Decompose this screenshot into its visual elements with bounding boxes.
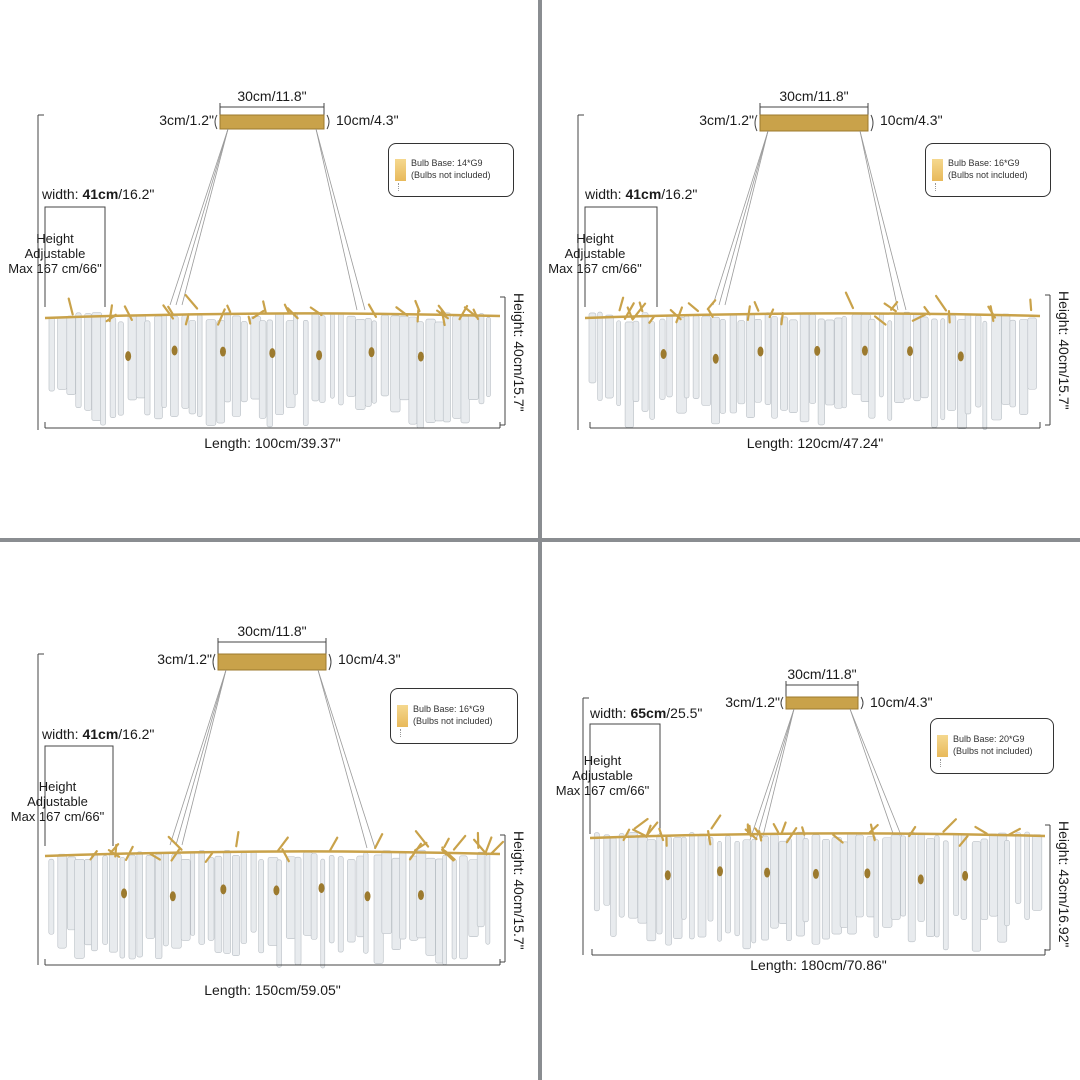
- canopy-length-label: 30cm/11.8": [787, 666, 857, 682]
- canopy-width-label: 10cm/4.3": [870, 694, 933, 710]
- canopy-height-label: 3cm/1.2": [725, 694, 780, 710]
- width-prefix: width:: [42, 186, 83, 202]
- bulb-base-text: Bulb Base: 14*G9: [411, 158, 483, 169]
- width-label: width: 41cm/16.2": [42, 726, 155, 742]
- width-label: width: 41cm/16.2": [585, 186, 698, 202]
- bulb-info-box: Bulb Base: 14*G9(Bulbs not included): [388, 143, 514, 197]
- bulb-info-text: Bulb Base: 16*G9(Bulbs not included): [413, 704, 493, 727]
- width-prefix: width:: [585, 186, 626, 202]
- height-label: Height: 43cm/16.92": [1056, 821, 1072, 948]
- canopy-length-label: 30cm/11.8": [237, 88, 307, 104]
- bulb-base-text: Bulb Base: 16*G9: [413, 704, 485, 715]
- width-prefix: width:: [42, 726, 83, 742]
- bulb-info-text: Bulb Base: 14*G9(Bulbs not included): [411, 158, 491, 181]
- width-value: 41cm: [82, 186, 119, 202]
- chandelier-image: [582, 681, 1051, 956]
- panel-120cm: 30cm/11.8" 3cm/1.2" 10cm/4.3" width: 41cm/1…: [542, 0, 1080, 538]
- width-suffix: /16.2": [661, 186, 698, 202]
- bulbs-not-included-text: (Bulbs not included): [413, 716, 493, 726]
- bulb-info-box: Bulb Base: 16*G9(Bulbs not included): [390, 688, 518, 744]
- bulbs-not-included-text: (Bulbs not included): [948, 170, 1028, 180]
- canopy-length-label: 30cm/11.8": [779, 88, 849, 104]
- width-value: 41cm: [82, 726, 119, 742]
- canopy-length-label: 30cm/11.8": [237, 623, 307, 639]
- canopy: [785, 696, 859, 710]
- canopy: [217, 653, 327, 671]
- length-label: Length: 120cm/47.24": [746, 435, 884, 451]
- width-value: 65cm: [630, 705, 667, 721]
- width-prefix: width:: [590, 705, 631, 721]
- chandelier-image: [37, 638, 506, 969]
- width-label: width: 65cm/25.5": [590, 705, 703, 721]
- height-label: Height: 40cm/15.7": [511, 293, 527, 412]
- bulb-info-text: Bulb Base: 16*G9(Bulbs not included): [948, 158, 1028, 181]
- width-value: 41cm: [625, 186, 662, 202]
- bulb-info-box: Bulb Base: 20*G9(Bulbs not included): [930, 718, 1054, 774]
- height-adjustable-label: Height Adjustable Max 167 cm/66": [10, 779, 105, 824]
- bulb-base-text: Bulb Base: 16*G9: [948, 158, 1020, 169]
- panel-180cm: 30cm/11.8" 3cm/1.2" 10cm/4.3" width: 65cm/2…: [542, 542, 1080, 1080]
- canopy-width-label: 10cm/4.3": [880, 112, 943, 128]
- chandelier-image: [37, 103, 506, 430]
- width-label: width: 41cm/16.2": [42, 186, 155, 202]
- bulb-info-text: Bulb Base: 20*G9(Bulbs not included): [953, 734, 1033, 757]
- bulbs-not-included-text: (Bulbs not included): [411, 170, 491, 180]
- height-adjustable-label: Height Adjustable Max 167 cm/66": [8, 231, 102, 276]
- height-label: Height: 40cm/15.7": [511, 831, 527, 950]
- bulb-icon: [937, 735, 948, 767]
- chandelier-image: [577, 103, 1051, 431]
- height-adjustable-label: Height Adjustable Max 167 cm/66": [548, 231, 642, 276]
- length-label: Length: 150cm/59.05": [204, 982, 341, 998]
- bulb-icon: [395, 159, 406, 191]
- bulb-base-text: Bulb Base: 20*G9: [953, 734, 1025, 745]
- width-suffix: /16.2": [118, 186, 155, 202]
- bulbs-not-included-text: (Bulbs not included): [953, 746, 1033, 756]
- length-label: Length: 100cm/39.37": [204, 435, 341, 451]
- canopy-width-label: 10cm/4.3": [338, 651, 401, 667]
- bulb-info-box: Bulb Base: 16*G9(Bulbs not included): [925, 143, 1051, 197]
- height-label: Height: 40cm/15.7": [1056, 291, 1072, 410]
- canopy: [759, 114, 869, 132]
- bulb-icon: [932, 159, 943, 191]
- canopy: [219, 114, 325, 130]
- bulb-icon: [397, 705, 408, 737]
- canopy-height-label: 3cm/1.2": [159, 112, 214, 128]
- canopy-width-label: 10cm/4.3": [336, 112, 399, 128]
- panel-150cm: 30cm/11.8" 3cm/1.2" 10cm/4.3" width: 41cm/1…: [0, 542, 538, 1080]
- length-label: Length: 180cm/70.86": [750, 957, 887, 973]
- canopy-height-label: 3cm/1.2": [157, 651, 212, 667]
- panel-100cm: 30cm/11.8" 3cm/1.2" 10cm/4.3" width: 41cm/1…: [0, 0, 538, 538]
- canopy-height-label: 3cm/1.2": [699, 112, 754, 128]
- width-suffix: /25.5": [666, 705, 703, 721]
- width-suffix: /16.2": [118, 726, 155, 742]
- height-adjustable-label: Height Adjustable Max 167 cm/66": [555, 753, 650, 798]
